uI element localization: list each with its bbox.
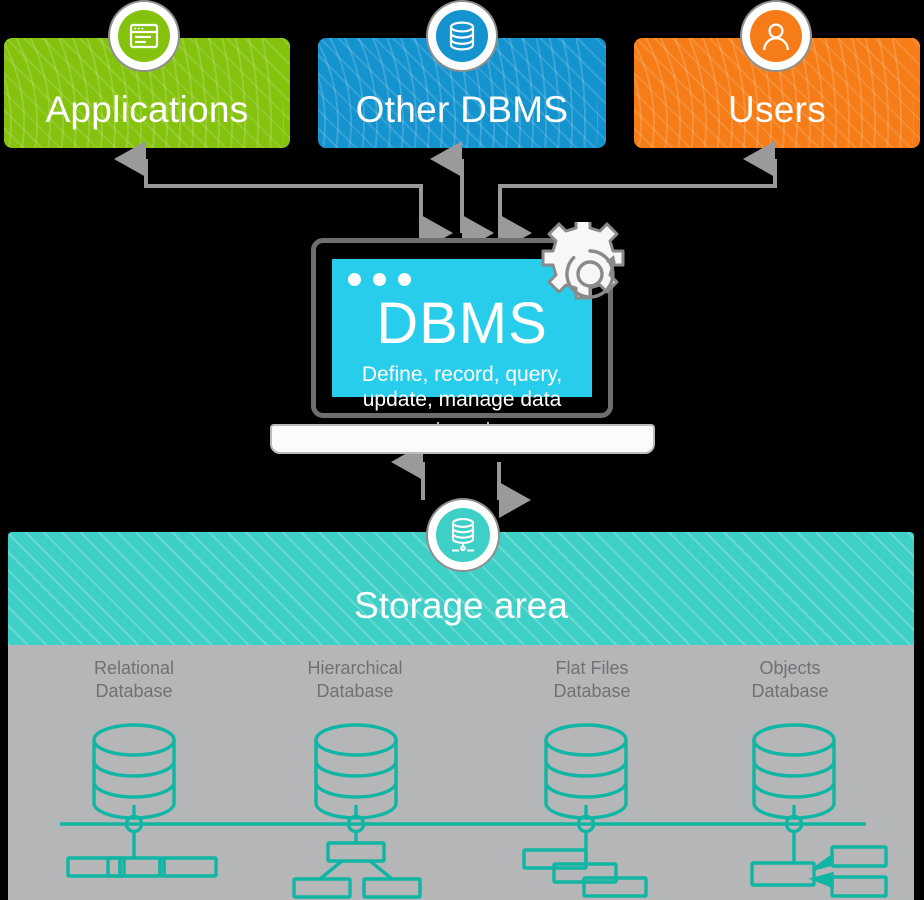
db-type-hierarchical-label: Hierarchical Database bbox=[307, 658, 403, 701]
source-box-users-label: Users bbox=[727, 89, 827, 130]
users-badge bbox=[742, 2, 810, 70]
dbms-screen-title: DBMS bbox=[376, 291, 548, 356]
laptop-base bbox=[270, 424, 655, 454]
db-type-relational-label: Relational Database bbox=[93, 658, 175, 701]
storage-badge bbox=[428, 500, 498, 570]
storage-area-title: Storage area bbox=[354, 585, 568, 626]
dbms-screen-subtitle: Define, record, query, update, manage da… bbox=[361, 363, 563, 411]
db-type-objects-label: Objects Database bbox=[751, 658, 829, 701]
db-type-hierarchical[interactable]: Hierarchical Database bbox=[255, 657, 455, 702]
source-box-other-dbms-label: Other DBMS bbox=[355, 89, 569, 130]
storage-types-panel: Relational Database Hierarchical Databas… bbox=[8, 645, 914, 900]
source-box-applications-label: Applications bbox=[45, 89, 249, 130]
db-type-flat-files[interactable]: Flat Files Database bbox=[492, 657, 692, 702]
applications-badge bbox=[110, 2, 178, 70]
database-node-icon bbox=[436, 508, 490, 562]
source-box-users[interactable]: Users bbox=[634, 38, 920, 148]
gear-refresh-icon[interactable] bbox=[538, 222, 642, 326]
user-icon bbox=[750, 10, 802, 62]
db-type-objects[interactable]: Objects Database bbox=[690, 657, 890, 702]
source-box-other-dbms[interactable]: Other DBMS bbox=[318, 38, 606, 148]
db-type-relational[interactable]: Relational Database bbox=[34, 657, 234, 702]
window-dots-icon bbox=[348, 273, 411, 286]
database-icon bbox=[436, 10, 488, 62]
other-dbms-badge bbox=[428, 2, 496, 70]
browser-window-icon bbox=[118, 10, 170, 62]
db-type-flat-files-label: Flat Files Database bbox=[553, 658, 631, 701]
